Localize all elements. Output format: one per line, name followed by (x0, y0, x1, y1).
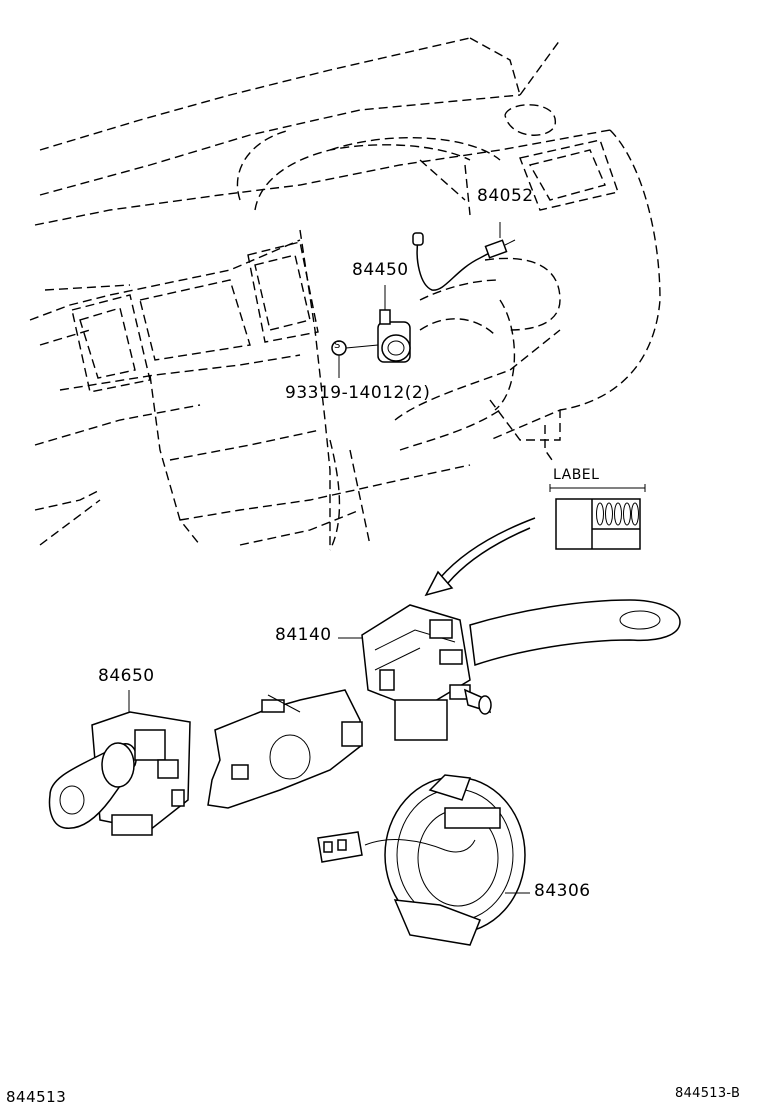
switch-84650 (48, 690, 191, 836)
switch-84450 (377, 285, 496, 363)
label-tag-title: LABEL (553, 467, 600, 483)
switch-bracket-plate (207, 689, 363, 809)
dashboard-outline (29, 37, 661, 551)
diagram-code-left: 844513 (6, 1088, 67, 1106)
screw-symbol-letter: S (334, 340, 341, 351)
part-number-84450: 84450 (352, 260, 409, 280)
spiral-cable-84306 (317, 774, 530, 946)
part-number-93319: 93319-14012(2) (285, 383, 431, 403)
harness-84052 (412, 222, 516, 291)
part-number-84650: 84650 (98, 666, 155, 686)
switch-84140 (338, 599, 681, 741)
diagram-code-right: 844513-B (675, 1086, 741, 1101)
screw-symbol (331, 340, 379, 378)
part-number-84052: 84052 (477, 186, 534, 206)
part-number-84140: 84140 (275, 625, 332, 645)
part-number-84306: 84306 (534, 881, 591, 901)
pointer-arrow (424, 517, 536, 597)
label-tag-box (549, 484, 646, 550)
